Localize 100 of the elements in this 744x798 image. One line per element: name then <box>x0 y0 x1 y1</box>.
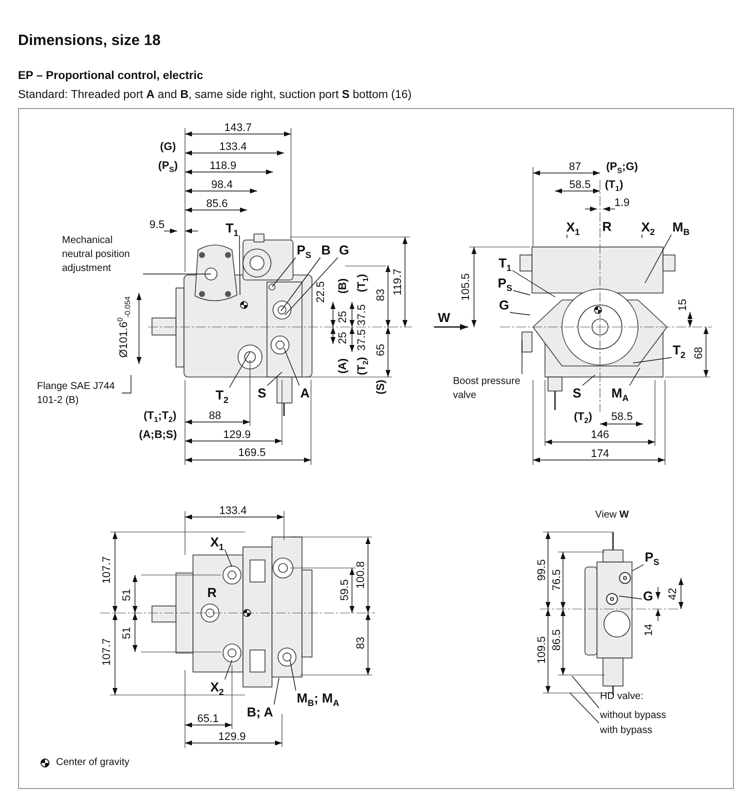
dimension-value: 83 <box>354 636 368 650</box>
dimension-value: 133.4 <box>219 504 247 518</box>
dimension-value: 169.5 <box>238 446 266 460</box>
port-label: S <box>572 386 582 400</box>
leader-line <box>284 348 300 386</box>
dimension-value: 85.6 <box>206 198 228 210</box>
dimension-value: 68 <box>692 346 706 360</box>
callout-text: Boost pressure valve <box>453 375 533 403</box>
port-label: T$_{1}$ <box>226 222 238 234</box>
port-label: T$_{2}$ <box>672 344 686 356</box>
port-label: X$_{1}$ <box>566 220 580 234</box>
leader-line <box>272 257 296 288</box>
legend-text: Center of gravity <box>56 757 130 768</box>
port-label: B <box>321 244 331 256</box>
callout-text: Mechanical neutral position adjustment <box>62 234 142 276</box>
dimension-value: 58.5 <box>611 410 633 424</box>
dimension-value: 109.5 <box>536 636 548 664</box>
leader-line <box>122 374 132 394</box>
dimension-value: 107.7 <box>100 638 114 666</box>
leader-line <box>582 374 596 386</box>
dimension-value: 51 <box>120 626 134 640</box>
leader-line <box>229 352 250 388</box>
dimension-value: 88 <box>208 410 222 422</box>
callout-text: without bypass <box>600 709 690 723</box>
leader-line <box>618 596 642 600</box>
port-reference: (A) <box>336 358 350 374</box>
dimension-value: 174 <box>590 448 610 460</box>
dimension-value: 59.5 <box>338 579 352 601</box>
dimension-value: 37.5 <box>356 329 368 351</box>
port-reference: (T$_{1}$;T$_{2}$) <box>144 410 176 422</box>
dimension-value: 9.5 <box>149 218 165 232</box>
port-label: X$_{2}$ <box>641 220 655 234</box>
port-label: W <box>438 310 450 326</box>
port-label: G <box>498 298 510 312</box>
leader-line <box>566 234 568 238</box>
section-heading: EP – Proportional control, electric <box>18 70 204 83</box>
leader-line <box>284 257 338 316</box>
dimension-value: 86.5 <box>550 629 564 651</box>
dimension-value: 99.5 <box>536 559 548 581</box>
dimension-value: 119.7 <box>392 268 404 296</box>
port-label: P$_{S}$ <box>498 276 512 290</box>
port-label: B; A <box>246 706 274 718</box>
dimension-value: 98.4 <box>211 178 233 192</box>
port-label: X$_{2}$ <box>210 680 224 694</box>
port-label: S <box>258 386 266 400</box>
dimension-value: 100.8 <box>354 561 368 589</box>
port-label: G <box>642 590 654 602</box>
dimension-value: 15 <box>676 298 690 312</box>
page-title: Dimensions, size 18 <box>18 32 161 49</box>
leader-line <box>512 290 530 296</box>
dimension-value: 76.5 <box>550 569 564 591</box>
dimension-value: 25 <box>336 332 350 344</box>
port-label: M$_{B}$; M$_{A}$ <box>296 692 340 704</box>
port-reference: (T$_{1}$) <box>604 178 624 192</box>
leader-line <box>570 692 600 724</box>
dimension-value: 42 <box>666 588 680 600</box>
dimension-value: 87 <box>568 160 582 174</box>
leader-line <box>629 368 640 386</box>
port-reference: (G) <box>160 140 176 154</box>
port-label: P$_{S}$ <box>296 244 312 256</box>
note-text: HD valve: <box>600 690 644 704</box>
view-label: View W <box>595 510 629 520</box>
port-label: P$_{S}$ <box>644 550 660 564</box>
port-reference: (T$_{2}$) <box>574 410 592 424</box>
dimension-value: 129.9 <box>218 730 246 744</box>
dimension-value: 51 <box>120 588 134 602</box>
leader-line <box>510 312 530 316</box>
leader-line <box>224 549 232 568</box>
port-label: R <box>602 220 612 234</box>
port-label: G <box>338 244 350 256</box>
leader-line <box>632 357 672 364</box>
dimension-value: 133.4 <box>219 140 247 154</box>
dimension-value: 146 <box>590 428 610 442</box>
leader-line <box>280 257 321 312</box>
callout-text: with bypass <box>600 724 690 738</box>
dimension-value: 129.9 <box>223 428 251 442</box>
callout-text: Flange SAE J744 101-2 (B) <box>37 380 121 408</box>
leader-line <box>239 235 240 296</box>
leader-line <box>224 660 232 680</box>
dimension-value: 143.7 <box>224 122 252 134</box>
dimension-value: 83 <box>374 288 388 302</box>
port-label: T$_{2}$ <box>216 388 228 402</box>
port-reference: (A;B;S) <box>139 428 177 442</box>
leader-line <box>290 660 296 691</box>
dimension-value: 105.5 <box>460 273 472 301</box>
port-label: M$_{B}$ <box>672 220 690 234</box>
dimension-value: 25 <box>336 310 350 324</box>
dimension-value: 107.7 <box>100 556 114 584</box>
leader-line <box>266 372 282 386</box>
port-label: T$_{1}$ <box>498 256 512 270</box>
port-reference: (B) <box>336 278 350 294</box>
port-reference: (P$_{S}$) <box>158 160 178 172</box>
dimension-value: 118.9 <box>210 160 236 172</box>
dimension-value: 65 <box>374 344 388 356</box>
dimension-value: 65.1 <box>197 712 219 726</box>
dimension-value: 58.5 <box>569 178 591 192</box>
leader-line <box>572 676 600 708</box>
port-label: R <box>207 586 217 600</box>
description-text: Standard: Threaded port A and B, same side right, suction port S bottom (16) <box>18 89 412 102</box>
dimension-value: 14 <box>642 624 656 636</box>
